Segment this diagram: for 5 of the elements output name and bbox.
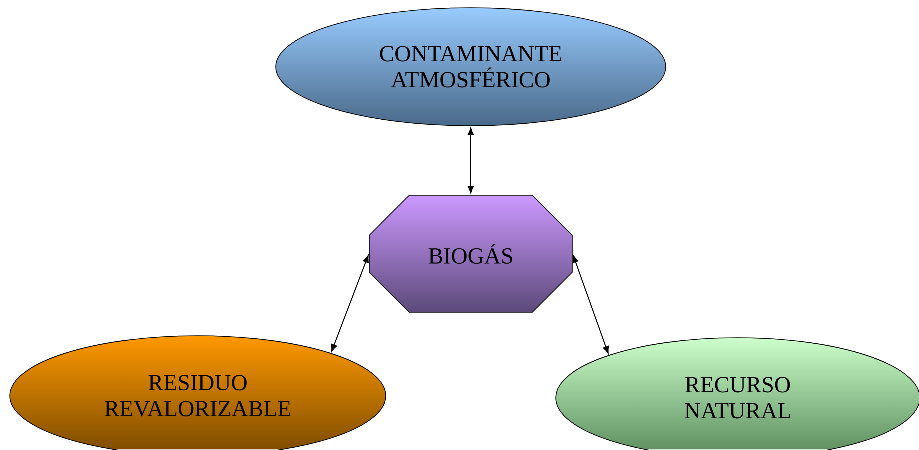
arrow (331, 255, 370, 352)
arrow (468, 128, 474, 194)
ellipse-node: CONTAMINANTE ATMOSFÉRICO (276, 8, 666, 126)
arrow (572, 255, 610, 354)
octagon-node: BIOGÁS (369, 195, 573, 313)
